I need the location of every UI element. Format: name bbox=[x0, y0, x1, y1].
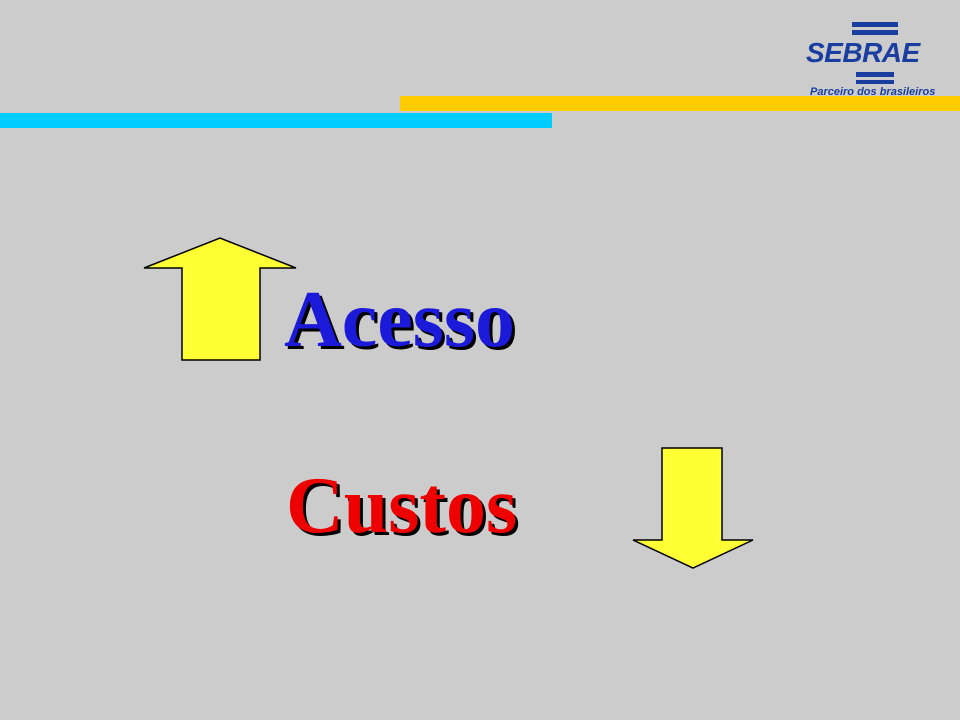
access-label: Acesso bbox=[284, 276, 516, 364]
costs-label: Custos bbox=[286, 462, 518, 550]
logo-stripes bbox=[852, 22, 898, 84]
logo-wordmark: SEBRAE bbox=[806, 37, 920, 68]
down-arrow-icon bbox=[632, 447, 754, 569]
up-arrow-icon bbox=[143, 237, 297, 361]
yellow-accent-bar bbox=[400, 96, 960, 111]
logo-tagline: Parceiro dos brasileiros bbox=[810, 86, 936, 97]
cyan-accent-bar bbox=[0, 113, 552, 128]
sebrae-logo: SEBRAE Parceiro dos brasileiros bbox=[800, 18, 948, 96]
